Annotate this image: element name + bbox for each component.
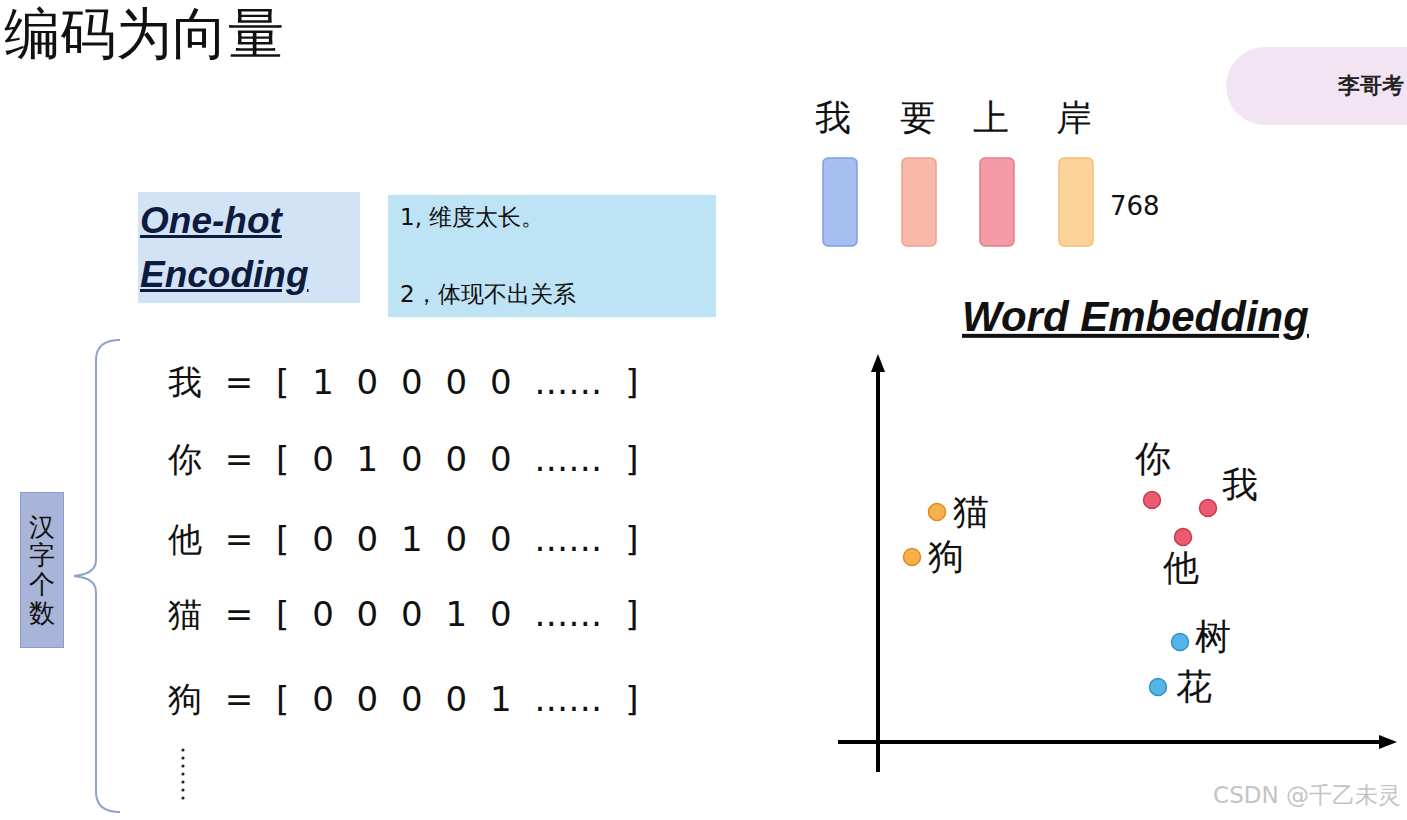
section-heading: Word Embedding — [962, 293, 1309, 341]
note-box: 1, 维度太长。 2，体现不出关系 — [388, 195, 716, 317]
point-label: 树 — [1195, 616, 1231, 657]
vector-bar — [980, 158, 1014, 246]
axis-arrowhead — [871, 354, 885, 372]
badge-pill: 李哥考 — [1226, 47, 1407, 125]
note-text: 2，体现不出关系 — [400, 280, 704, 309]
point-label: 猫 — [953, 491, 989, 532]
vector-bar — [823, 158, 857, 246]
token-char: 我 — [815, 97, 851, 138]
note-text: 1, 维度太长。 — [400, 203, 704, 232]
point-label: 我 — [1222, 464, 1258, 505]
token-char: 岸 — [1056, 97, 1092, 138]
embedding-points — [904, 492, 1217, 696]
onehot-row: 你 = [ 0 1 0 0 0 …… ] — [168, 440, 638, 479]
watermark: CSDN @千乙未灵 — [1213, 782, 1401, 808]
onehot-row: 他 = [ 0 0 1 0 0 …… ] — [168, 520, 638, 559]
vector-bar — [902, 158, 936, 246]
point-label: 他 — [1163, 547, 1199, 588]
token-char: 上 — [973, 97, 1009, 138]
axis-arrowhead — [1379, 735, 1397, 749]
y-axis — [876, 368, 880, 772]
term-text: One-hot Encoding — [140, 194, 358, 301]
onehot-row: 猫 = [ 0 0 0 1 0 …… ] — [168, 595, 638, 634]
point-label: 狗 — [928, 536, 964, 577]
badge-text: 李哥考 — [1338, 72, 1404, 100]
continuation-dots — [181, 748, 184, 799]
curly-brace — [74, 340, 120, 812]
vertical-label-box: 汉字个数 — [20, 492, 64, 648]
dimension-label: 768 — [1110, 192, 1160, 222]
token-char: 要 — [900, 97, 936, 138]
vector-bar — [1059, 158, 1093, 246]
point-label: 你 — [1135, 438, 1171, 479]
onehot-row: 狗 = [ 0 0 0 0 1 …… ] — [168, 680, 638, 719]
title: 编码为向量 — [4, 2, 284, 66]
point-label: 花 — [1176, 666, 1212, 707]
onehot-row: 我 = [ 1 0 0 0 0 …… ] — [168, 363, 638, 402]
vertical-text: 汉字个数 — [29, 513, 55, 627]
term-box: One-hot Encoding — [138, 192, 360, 303]
x-axis — [838, 740, 1382, 744]
